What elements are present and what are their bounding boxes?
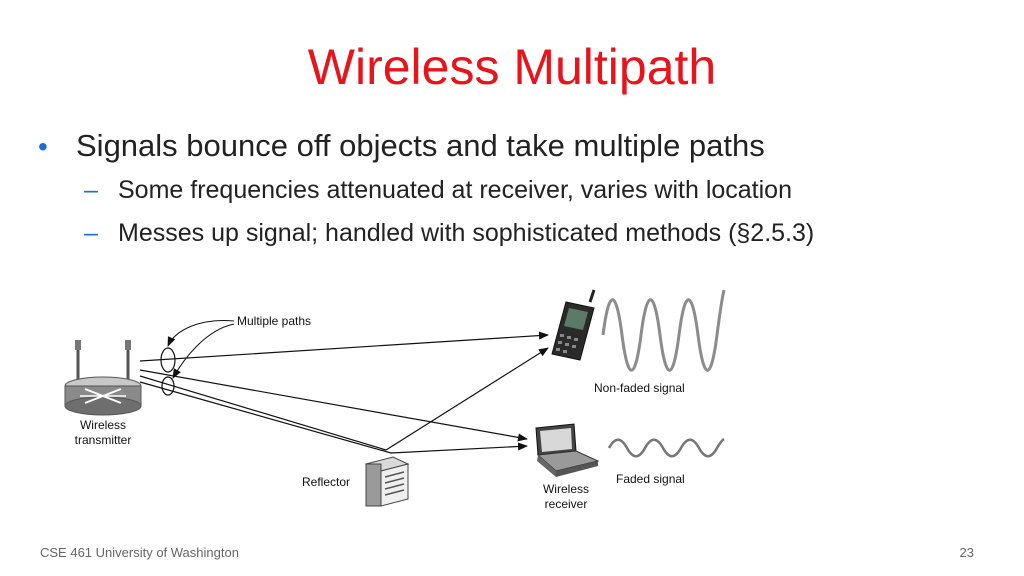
non-faded-signal-wave bbox=[601, 289, 726, 372]
wireless-transmitter-icon bbox=[64, 340, 142, 416]
faded-signal-label: Faded signal bbox=[616, 472, 685, 486]
footer-course-label: CSE 461 University of Washington bbox=[40, 545, 239, 560]
sub-bullet-text: Messes up signal; handled with sophistic… bbox=[118, 219, 815, 247]
transmitter-label-line1: Wireless bbox=[80, 418, 126, 432]
sub-bullet-marker: – bbox=[84, 219, 98, 247]
mobile-phone-icon bbox=[551, 289, 596, 361]
reflector-icon bbox=[364, 456, 410, 507]
sub-bullet-item: – Some frequencies attenuated at receive… bbox=[84, 176, 1008, 205]
sub-bullet-text: Some frequencies attenuated at receiver,… bbox=[118, 176, 792, 204]
transmitter-label-line2: transmitter bbox=[75, 433, 132, 447]
reflected-path-to-receiver bbox=[390, 442, 528, 454]
slide-title: Wireless Multipath bbox=[307, 39, 717, 95]
bullet-text: Signals bounce off objects and take mult… bbox=[76, 128, 765, 163]
receiver-label-line1: Wireless bbox=[543, 482, 589, 496]
reflected-path-to-phone bbox=[385, 347, 549, 451]
bullet-list: • Signals bounce off objects and take mu… bbox=[38, 128, 1008, 248]
path-to-reflector bbox=[139, 375, 387, 451]
faded-signal-wave bbox=[607, 437, 725, 458]
non-faded-signal-label: Non-faded signal bbox=[594, 381, 685, 395]
multiple-paths-label: Multiple paths bbox=[237, 314, 311, 328]
pointer-curve bbox=[172, 323, 235, 379]
sub-bullet-marker: – bbox=[84, 176, 98, 204]
receiver-label-line2: receiver bbox=[545, 497, 588, 511]
sub-bullet-item: – Messes up signal; handled with sophist… bbox=[84, 219, 1008, 248]
direct-path-to-phone bbox=[139, 331, 549, 362]
pointer-curve bbox=[167, 320, 235, 347]
laptop-icon bbox=[535, 423, 600, 477]
slide-number: 23 bbox=[959, 545, 974, 560]
bullet-item: • Signals bounce off objects and take mu… bbox=[38, 128, 1008, 164]
reflector-label: Reflector bbox=[302, 475, 350, 489]
direct-path-to-receiver bbox=[139, 369, 528, 442]
bullet-marker: • bbox=[38, 131, 48, 162]
signal-paths bbox=[139, 331, 549, 454]
